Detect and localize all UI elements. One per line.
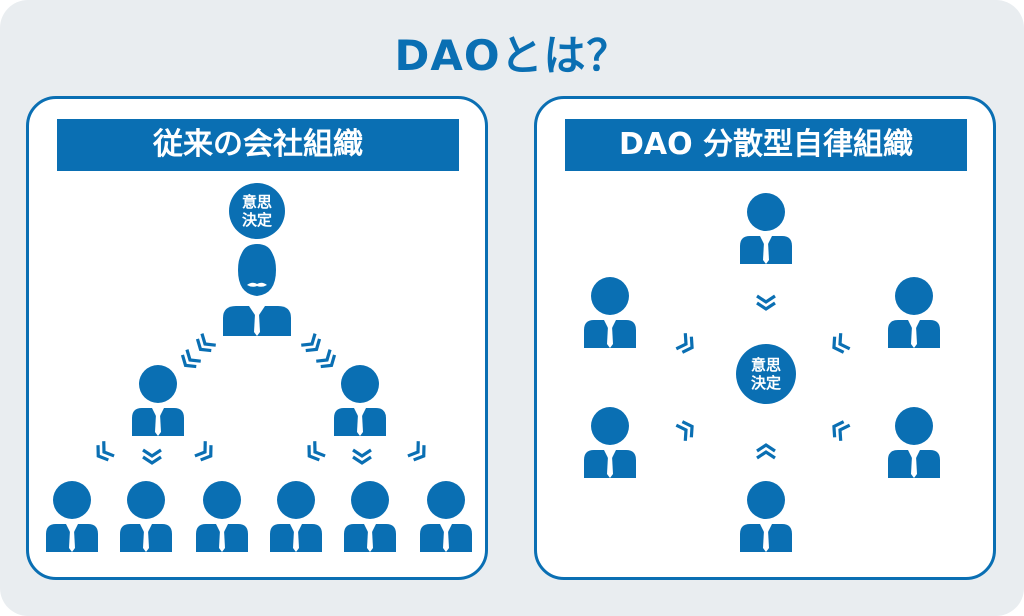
chevron-arrow-icon — [177, 332, 340, 373]
person-icon — [740, 481, 792, 552]
person-icon — [46, 481, 98, 552]
person-icon — [270, 481, 322, 552]
decision-text-line1: 意思 — [751, 356, 781, 374]
person-icon — [196, 481, 248, 552]
person-icon — [888, 407, 940, 478]
person-icon — [120, 481, 172, 552]
traditional-company-heading: 従来の会社組織 — [57, 119, 459, 171]
decision-text-line1: 意思 — [242, 193, 272, 211]
decision-circle-icon: 意思 決定 — [229, 183, 285, 239]
person-icon — [334, 365, 386, 436]
person-icon — [132, 365, 184, 436]
person-icon — [420, 481, 472, 552]
person-icon — [584, 407, 636, 478]
decision-text-line2: 決定 — [751, 374, 781, 392]
decision-text-line2: 決定 — [242, 211, 272, 229]
person-icon — [888, 277, 940, 348]
traditional-company-panel: 従来の会社組織 — [26, 96, 488, 580]
person-icon — [740, 193, 792, 264]
person-icon — [584, 277, 636, 348]
chevron-arrow-icon — [91, 439, 431, 465]
person-icon — [344, 481, 396, 552]
leader-person-icon — [223, 244, 291, 336]
decision-circle-icon: 意思 決定 — [736, 344, 796, 404]
page-title: DAOとは？ — [394, 31, 630, 80]
dao-heading: DAO 分散型自律組織 — [565, 119, 967, 171]
